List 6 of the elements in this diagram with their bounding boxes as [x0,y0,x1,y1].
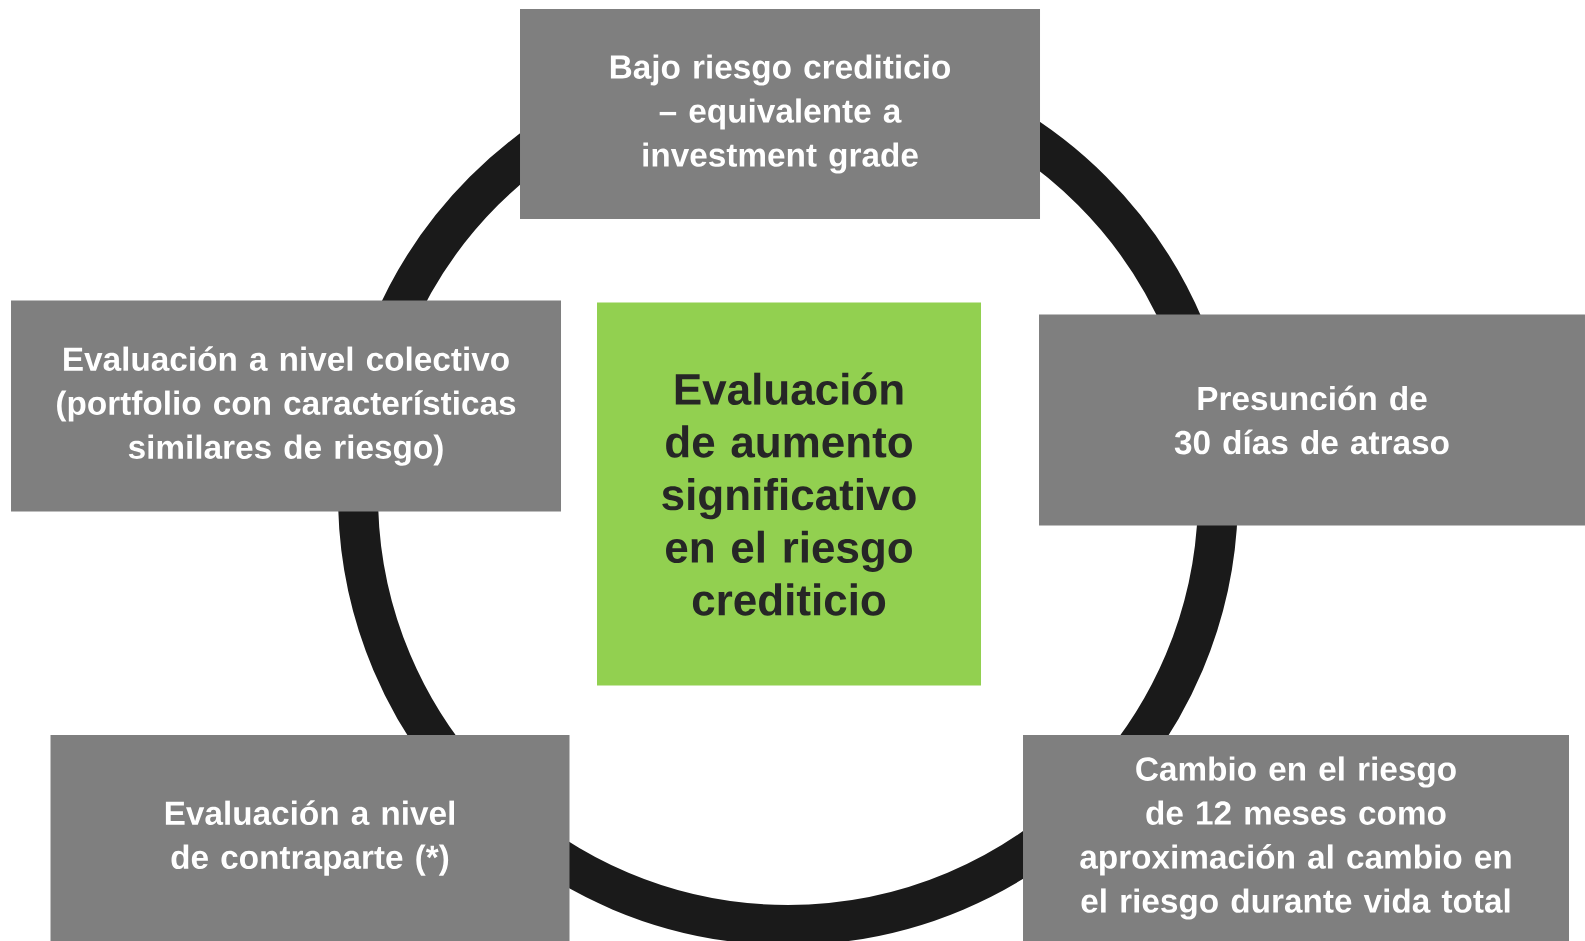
info-box: Evaluación a nivel de contraparte (*) [50,735,570,941]
info-box: Presunción de 30 días de atraso [1039,314,1585,526]
info-box: Cambio en el riesgo de 12 meses como aproximación al cambio en el riesgo durante vida total [1023,735,1569,941]
info-box: Bajo riesgo crediticio – equivalente a investment grade [520,9,1040,219]
info-box: Evaluación a nivel colectivo (portfolio con características similares de riesgo) [11,300,561,512]
topic-box: Evaluación de aumento significativo en el riesgo crediticio [597,302,981,686]
